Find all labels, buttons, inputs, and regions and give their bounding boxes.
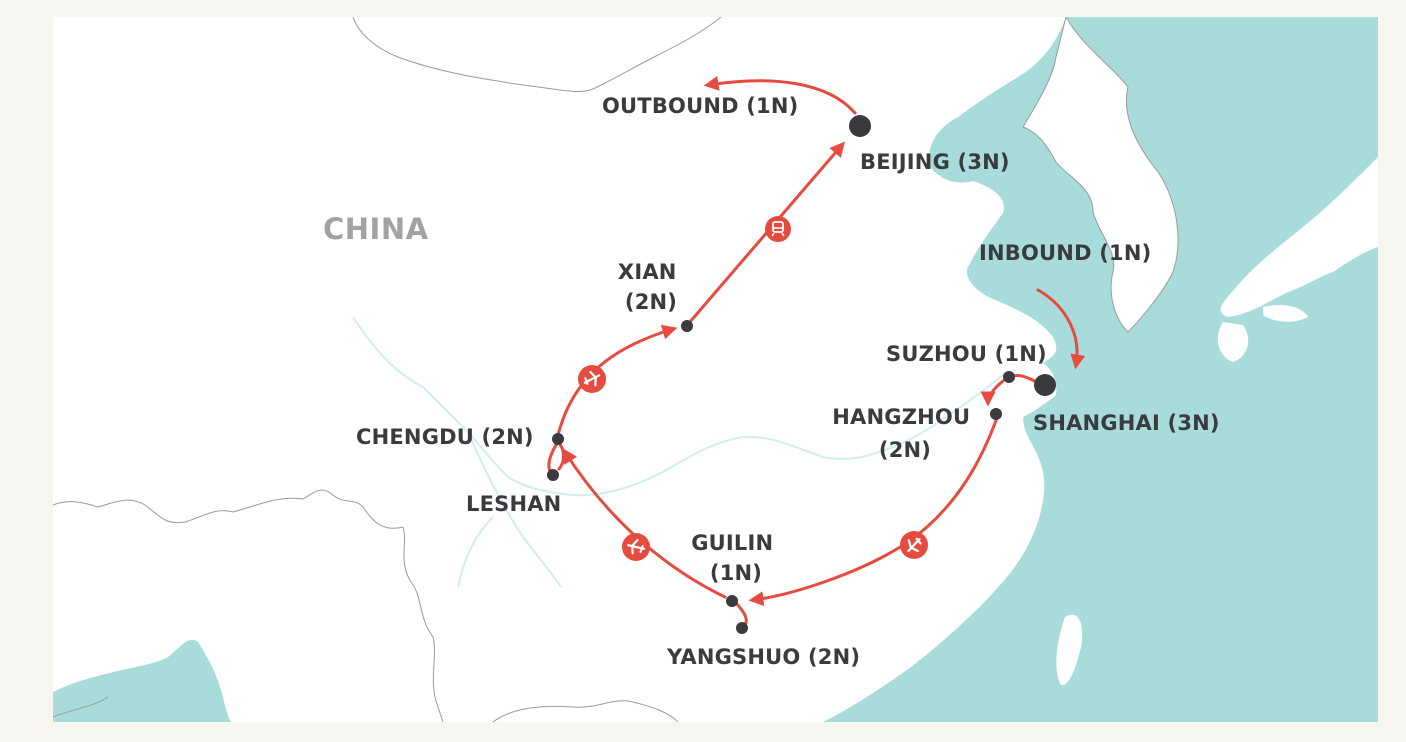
japan-land [1220, 157, 1378, 317]
stop-marker-xian [681, 320, 693, 332]
stop-marker-yangshuo [736, 622, 748, 634]
taiwan-land [1056, 614, 1083, 686]
route-outbound [703, 75, 857, 115]
leg-label-inbound: INBOUND (1N) [979, 241, 1151, 265]
stop-label-guilin: GUILIN (1N) [691, 531, 781, 585]
country-borders [53, 17, 722, 722]
leg-label-outbound: OUTBOUND (1N) [602, 94, 798, 118]
plane-icon [900, 531, 928, 559]
stop-marker-hangzhou [990, 408, 1002, 420]
country-label: CHINA [323, 212, 429, 246]
stop-marker-guilin [726, 595, 738, 607]
japan-land-shikoku [1263, 305, 1308, 322]
stop-label-beijing: BEIJING (3N) [860, 150, 1010, 174]
stop-label-shanghai: SHANGHAI (3N) [1033, 411, 1220, 435]
stop-label-yangshuo: YANGSHUO (2N) [666, 645, 860, 669]
train-icon [765, 216, 791, 242]
map-canvas: CHINA [53, 17, 1378, 722]
stop-marker-beijing [849, 115, 871, 137]
sea-area [823, 17, 1378, 722]
stop-marker-shanghai [1034, 374, 1056, 396]
route-inbound [1036, 288, 1086, 370]
stop-label-suzhou: SUZHOU (1N) [886, 342, 1047, 366]
route-xian-beijing [687, 141, 845, 325]
stop-marker-leshan [547, 469, 559, 481]
plane-icon [578, 365, 606, 393]
stop-label-xian: XIAN (2N) [618, 260, 684, 314]
bay-sea [53, 639, 231, 722]
stop-marker-suzhou [1003, 371, 1015, 383]
korea-land [1022, 17, 1179, 333]
route-leshan-chengdu [557, 441, 565, 471]
stop-marker-chengdu [552, 433, 564, 445]
rivers [352, 316, 1004, 588]
stop-label-leshan: LESHAN [466, 492, 561, 516]
stop-markers [547, 115, 1056, 634]
route-suzhou-hangzhou [980, 379, 1005, 407]
stop-label-chengdu: CHENGDU (2N) [356, 425, 534, 449]
stop-label-hangzhou: HANGZHOU (2N) [832, 405, 977, 462]
route-map: CHINA [53, 17, 1378, 722]
japan-land-kyushu [1217, 322, 1249, 362]
plane-icon [622, 533, 650, 561]
